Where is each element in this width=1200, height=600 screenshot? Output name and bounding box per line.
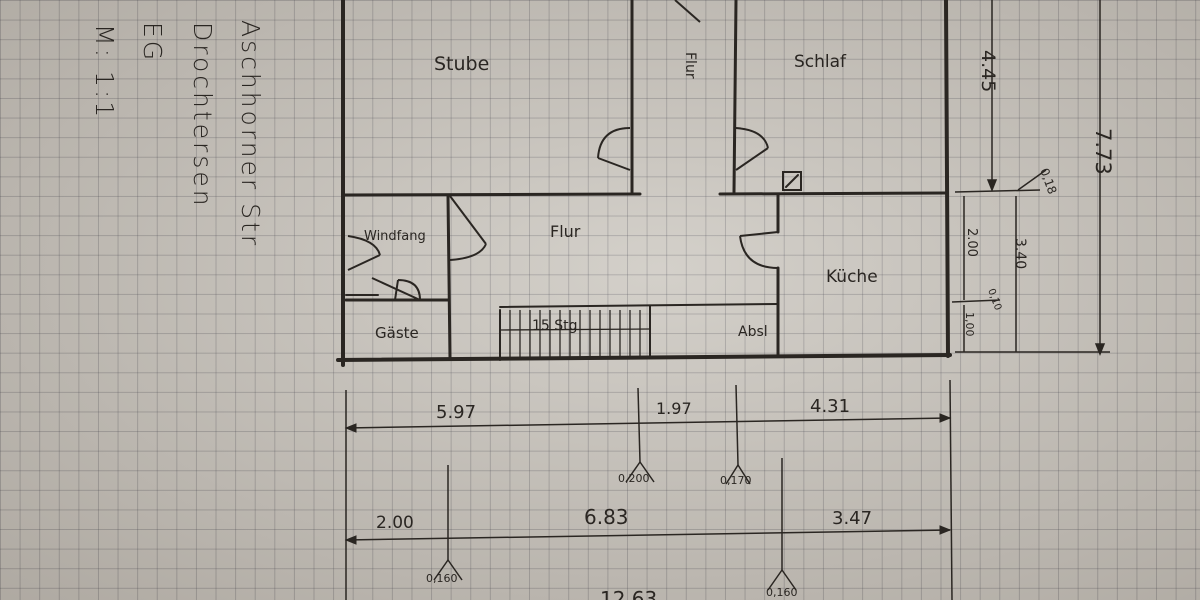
dim-row2-b: 6.83 bbox=[584, 505, 629, 529]
dim-100: 1,00 bbox=[963, 312, 976, 337]
stair-treads bbox=[499, 310, 651, 358]
title-street: Aschhorner Str bbox=[236, 20, 265, 249]
dim-340: 3.40 bbox=[1012, 238, 1028, 269]
dim-445: 4.45 bbox=[977, 50, 999, 92]
dim-row2-a: 2.00 bbox=[376, 513, 414, 533]
dim-row2-wall-a: 0,160 bbox=[426, 572, 458, 585]
label-kueche: Küche bbox=[826, 267, 878, 287]
dim-773: 7.73 bbox=[1091, 128, 1115, 175]
wall-flur-schlaf bbox=[732, 0, 738, 194]
dim-row2-wall-b: 0,160 bbox=[766, 586, 798, 599]
chimney-icon bbox=[782, 171, 802, 191]
dimension-lines bbox=[345, 0, 1110, 600]
label-stube: Stube bbox=[434, 53, 489, 75]
title-floor: EG bbox=[138, 22, 167, 64]
dim-row2-c: 3.47 bbox=[832, 508, 872, 529]
wall-bottom bbox=[336, 353, 952, 362]
title-scale: M: 1:1 bbox=[90, 24, 119, 121]
label-absl: Absl bbox=[738, 324, 768, 340]
dim-200: 2.00 bbox=[964, 228, 979, 257]
label-flur: Flur bbox=[550, 222, 581, 241]
label-schlaf: Schlaf bbox=[794, 52, 847, 72]
label-stairs: 15 Stg bbox=[532, 318, 578, 334]
dim-010: 0,10 bbox=[985, 287, 1003, 312]
label-flur-top: Flur bbox=[682, 52, 698, 79]
dim-row1-a: 5.97 bbox=[436, 402, 476, 423]
dim-row1-b: 1.97 bbox=[656, 399, 692, 418]
label-windfang: Windfang bbox=[364, 229, 426, 244]
wall-windfang-right bbox=[446, 194, 452, 360]
dim-018: 0,18 bbox=[1037, 166, 1059, 196]
dim-row1-c: 4.31 bbox=[810, 396, 850, 417]
label-gaeste: Gäste bbox=[375, 324, 419, 342]
title-town: Drochtersen bbox=[188, 22, 217, 209]
dimension-arrowheads bbox=[344, 413, 952, 545]
dim-row1-wall-a: 0,200 bbox=[618, 472, 650, 485]
wall-schlaf-bottom bbox=[718, 191, 948, 196]
dim-total: 12.63 bbox=[600, 587, 657, 600]
wall-stube-bottom bbox=[343, 192, 642, 197]
wall-right bbox=[944, 0, 950, 358]
door-swings bbox=[347, 0, 779, 301]
stairs-top bbox=[499, 303, 779, 308]
dim-row1-wall-b: 0,170 bbox=[720, 474, 752, 487]
